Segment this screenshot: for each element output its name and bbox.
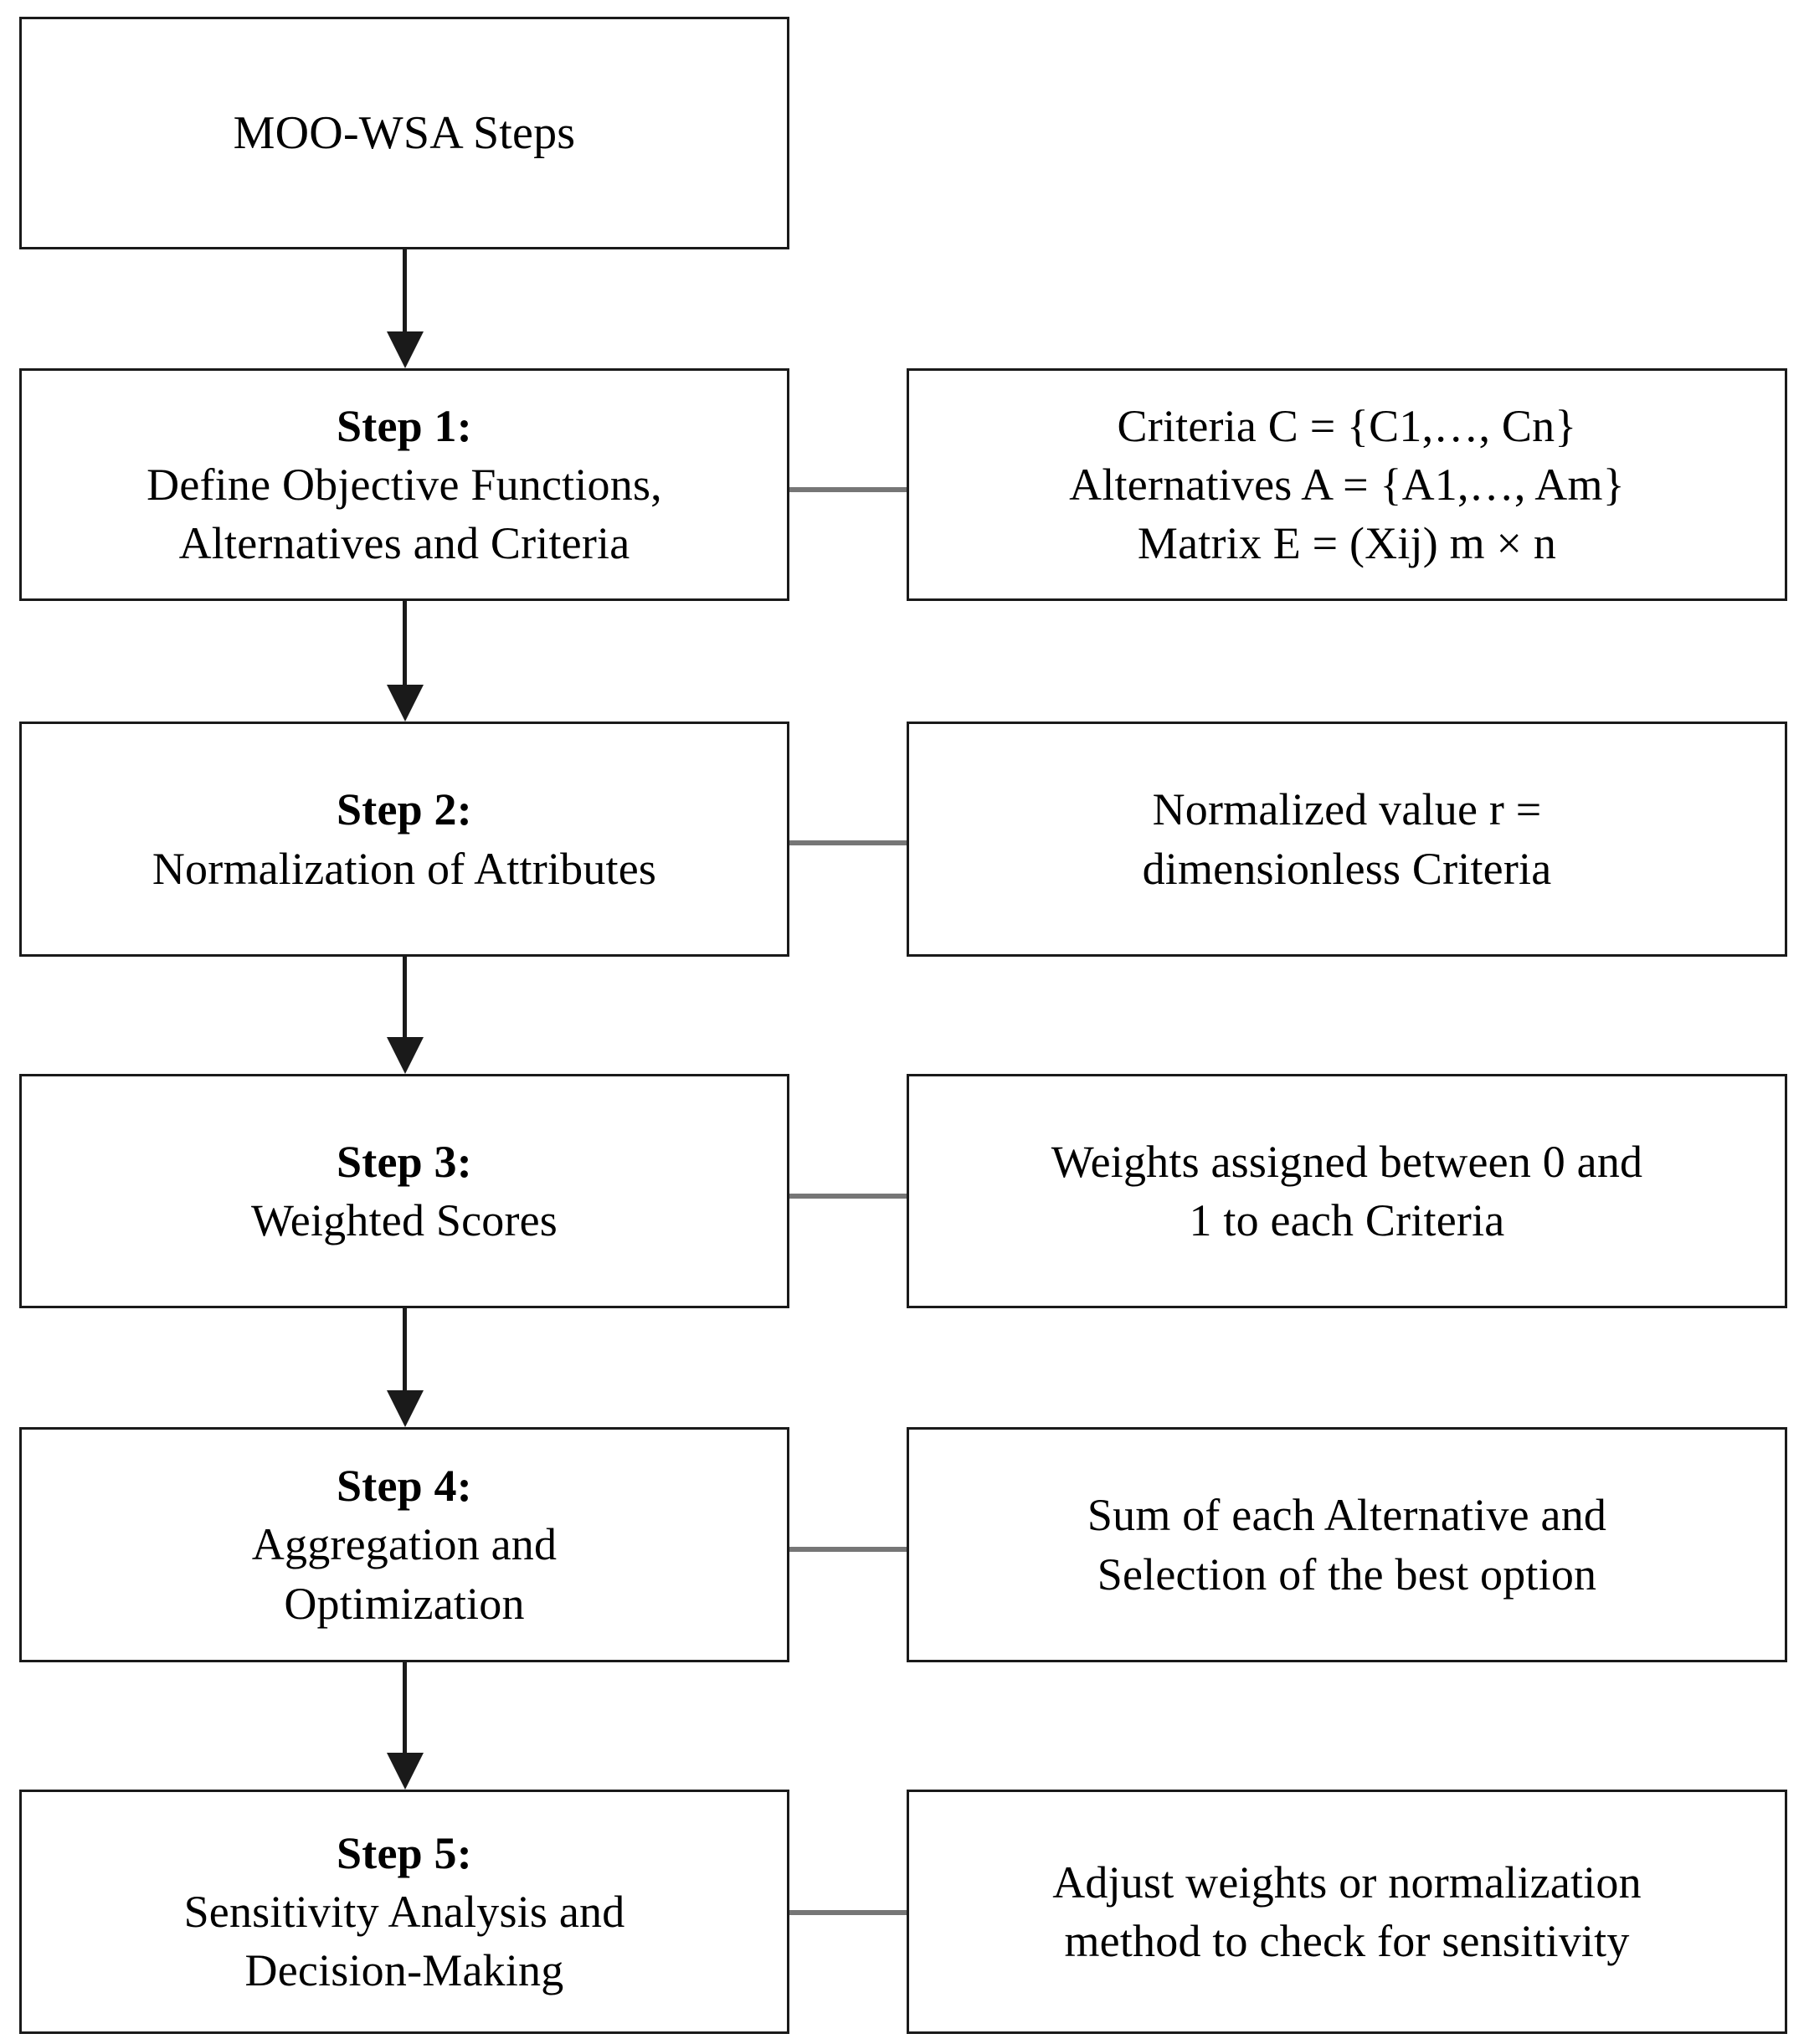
node-detail-3-text: Weights assigned between 0 and 1 to each… xyxy=(1051,1132,1642,1250)
arrow-step2-to-step3 xyxy=(387,957,424,1074)
step-5-line-1: Sensitivity Analysis and xyxy=(183,1886,625,1937)
detail-1-line-2: Alternatives A = {A1,…, Am} xyxy=(1069,459,1625,510)
step-2-line-1: Normalization of Attributes xyxy=(152,843,657,894)
node-step-4-text: Step 4: Aggregation and Optimization xyxy=(252,1456,557,1633)
arrow-head-icon xyxy=(387,685,424,722)
arrow-head-icon xyxy=(387,1037,424,1074)
node-detail-1-text: Criteria C = {C1,…, Cn} Alternatives A =… xyxy=(1069,397,1625,573)
step-3-line-1: Weighted Scores xyxy=(250,1195,558,1245)
detail-5-line-2: method to check for sensitivity xyxy=(1064,1916,1630,1966)
detail-1-line-3: Matrix E = (Xij) m × n xyxy=(1137,518,1557,569)
node-detail-3: Weights assigned between 0 and 1 to each… xyxy=(907,1074,1787,1308)
node-detail-5-text: Adjust weights or normalization method t… xyxy=(1052,1853,1642,1970)
detail-3-line-2: 1 to each Criteria xyxy=(1189,1195,1505,1245)
node-step-2: Step 2: Normalization of Attributes xyxy=(19,722,789,957)
node-detail-2-text: Normalized value r = dimensionless Crite… xyxy=(1143,780,1552,897)
arrow-head-icon xyxy=(387,331,424,368)
node-step-2-text: Step 2: Normalization of Attributes xyxy=(152,780,656,897)
arrow-head-icon xyxy=(387,1753,424,1790)
arrow-shaft xyxy=(403,957,407,1039)
arrow-step3-to-step4 xyxy=(387,1308,424,1427)
step-4-label: Step 4: xyxy=(337,1461,472,1512)
node-title: MOO-WSA Steps xyxy=(19,17,789,249)
connector-step4-to-detail4 xyxy=(788,1547,908,1552)
detail-4-line-2: Selection of the best option xyxy=(1097,1548,1597,1600)
arrow-shaft xyxy=(403,249,407,333)
node-detail-5: Adjust weights or normalization method t… xyxy=(907,1790,1787,2034)
step-4-line-2: Optimization xyxy=(284,1578,525,1629)
node-step-3-text: Step 3: Weighted Scores xyxy=(251,1132,558,1250)
step-1-label: Step 1: xyxy=(337,400,472,451)
connector-step1-to-detail1 xyxy=(788,487,908,492)
node-step-5: Step 5: Sensitivity Analysis and Decisio… xyxy=(19,1790,789,2034)
step-3-label: Step 3: xyxy=(337,1136,472,1187)
step-5-line-2: Decision-Making xyxy=(244,1945,564,1996)
arrow-shaft xyxy=(403,1662,407,1754)
arrow-shaft xyxy=(403,1308,407,1392)
node-step-1: Step 1: Define Objective Functions, Alte… xyxy=(19,368,789,601)
detail-1-line-1: Criteria C = {C1,…, Cn} xyxy=(1117,400,1577,451)
arrow-shaft xyxy=(403,601,407,686)
arrow-head-icon xyxy=(387,1390,424,1427)
arrow-title-to-step1 xyxy=(387,249,424,368)
arrow-step1-to-step2 xyxy=(387,601,424,722)
node-title-text: MOO-WSA Steps xyxy=(234,103,576,164)
step-4-line-1: Aggregation and xyxy=(251,1519,558,1570)
detail-3-line-1: Weights assigned between 0 and xyxy=(1051,1136,1643,1187)
detail-2-line-2: dimensionless Criteria xyxy=(1142,843,1552,894)
connector-step5-to-detail5 xyxy=(788,1910,908,1915)
node-detail-4: Sum of each Alternative and Selection of… xyxy=(907,1427,1787,1662)
connector-step2-to-detail2 xyxy=(788,840,908,845)
node-step-3: Step 3: Weighted Scores xyxy=(19,1074,789,1308)
node-step-1-text: Step 1: Define Objective Functions, Alte… xyxy=(146,397,662,573)
node-detail-2: Normalized value r = dimensionless Crite… xyxy=(907,722,1787,957)
node-detail-4-text: Sum of each Alternative and Selection of… xyxy=(1087,1486,1606,1603)
detail-5-line-1: Adjust weights or normalization xyxy=(1052,1857,1642,1908)
step-1-line-1: Define Objective Functions, xyxy=(146,459,662,510)
detail-2-line-1: Normalized value r = xyxy=(1152,784,1542,835)
arrow-step4-to-step5 xyxy=(387,1662,424,1790)
title-label: MOO-WSA Steps xyxy=(233,106,576,159)
step-2-label: Step 2: xyxy=(337,784,472,835)
node-step-4: Step 4: Aggregation and Optimization xyxy=(19,1427,789,1662)
connector-step3-to-detail3 xyxy=(788,1194,908,1199)
step-5-label: Step 5: xyxy=(337,1827,472,1878)
step-1-line-2: Alternatives and Criteria xyxy=(178,518,630,569)
node-detail-1: Criteria C = {C1,…, Cn} Alternatives A =… xyxy=(907,368,1787,601)
detail-4-line-1: Sum of each Alternative and xyxy=(1087,1490,1607,1541)
node-step-5-text: Step 5: Sensitivity Analysis and Decisio… xyxy=(184,1824,625,2000)
